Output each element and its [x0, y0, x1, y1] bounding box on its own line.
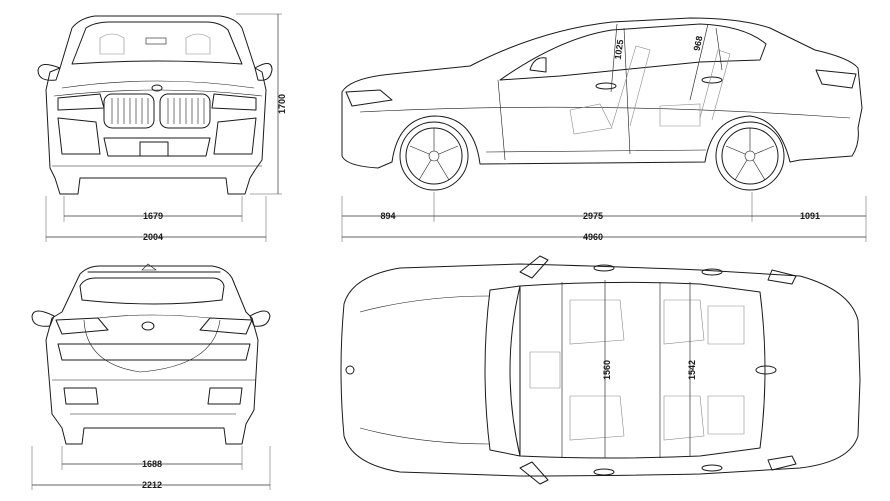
rear-headroom-label: 968 [692, 35, 705, 52]
bmw-badge-rear [141, 321, 155, 331]
width-mirrors-label: 2212 [142, 480, 162, 490]
length-label: 4960 [583, 232, 603, 242]
bmw-badge-top [345, 365, 355, 375]
rear-track-label: 1688 [142, 459, 162, 469]
front-headroom-label: 1025 [613, 39, 626, 60]
front-view: 1679 2004 1700 [37, 13, 287, 242]
front-shoulder-label: 1560 [602, 360, 612, 380]
bmw-badge-front [151, 84, 163, 92]
side-view: 1025 968 894 2975 1091 4960 [341, 17, 867, 242]
rear-overhang-label: 1091 [800, 211, 820, 221]
front-track-label: 1679 [143, 211, 163, 221]
top-view: 1560 1542 [340, 255, 861, 485]
height-label: 1700 [277, 94, 287, 114]
front-width-label: 2004 [143, 232, 163, 242]
rear-shoulder-label: 1542 [687, 360, 697, 380]
rear-view: 1688 2212 [31, 263, 271, 490]
front-overhang-label: 894 [380, 211, 395, 221]
wheelbase-label: 2975 [583, 211, 603, 221]
